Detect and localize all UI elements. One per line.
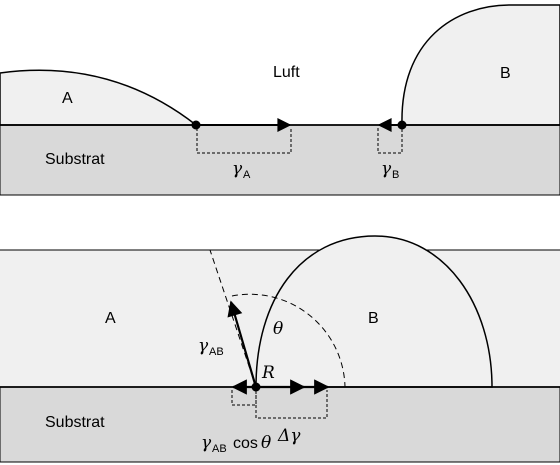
top-gamma-b-symbol: γ <box>381 159 392 179</box>
gamma-ab-sub: AB <box>209 346 224 358</box>
top-gamma-b-sub: B <box>392 169 399 181</box>
top-gamma-b-bracket <box>377 128 403 154</box>
top-droplet-a <box>0 69 199 126</box>
bottom-droplet-b <box>255 235 493 388</box>
top-gamma-a-sub: A <box>243 169 251 181</box>
cos-text: cos <box>233 435 258 452</box>
top-gamma-a-symbol: γ <box>232 159 243 179</box>
top-droplet-b <box>401 4 560 126</box>
gamma-ab-cos-sub: AB <box>212 443 227 455</box>
top-contact-point-a <box>191 120 201 130</box>
bottom-label-b: B <box>368 310 379 327</box>
top-label-b: B <box>500 65 511 82</box>
gamma-ab-symbol: γ <box>198 336 209 356</box>
bottom-label-substrate: Substrat <box>45 414 105 431</box>
top-label-air: Luft <box>273 64 300 81</box>
top-contact-point-b <box>397 120 407 130</box>
top-label-a: A <box>62 90 73 107</box>
bottom-panel: A B Substrat θ R γ AB γ AB cos θ Δγ <box>0 235 560 463</box>
top-substrate <box>0 124 560 196</box>
cos-theta: θ <box>261 433 271 453</box>
bottom-contact-point-r <box>251 382 261 392</box>
theta-label: θ <box>273 319 283 339</box>
top-gamma-a-bracket <box>196 128 292 154</box>
bottom-substrate <box>0 386 560 463</box>
top-label-substrate: Substrat <box>45 151 105 168</box>
delta-gamma-label: Δγ <box>277 426 301 446</box>
delta-gamma-bracket <box>255 390 328 419</box>
top-panel: A B Luft Substrat γ A γ B <box>0 4 560 196</box>
gamma-ab-arrow <box>227 300 257 385</box>
gamma-ab-cos-symbol: γ <box>201 433 212 453</box>
theta-arc <box>231 293 346 388</box>
point-r-label: R <box>261 363 275 383</box>
bottom-label-a: A <box>105 310 116 327</box>
